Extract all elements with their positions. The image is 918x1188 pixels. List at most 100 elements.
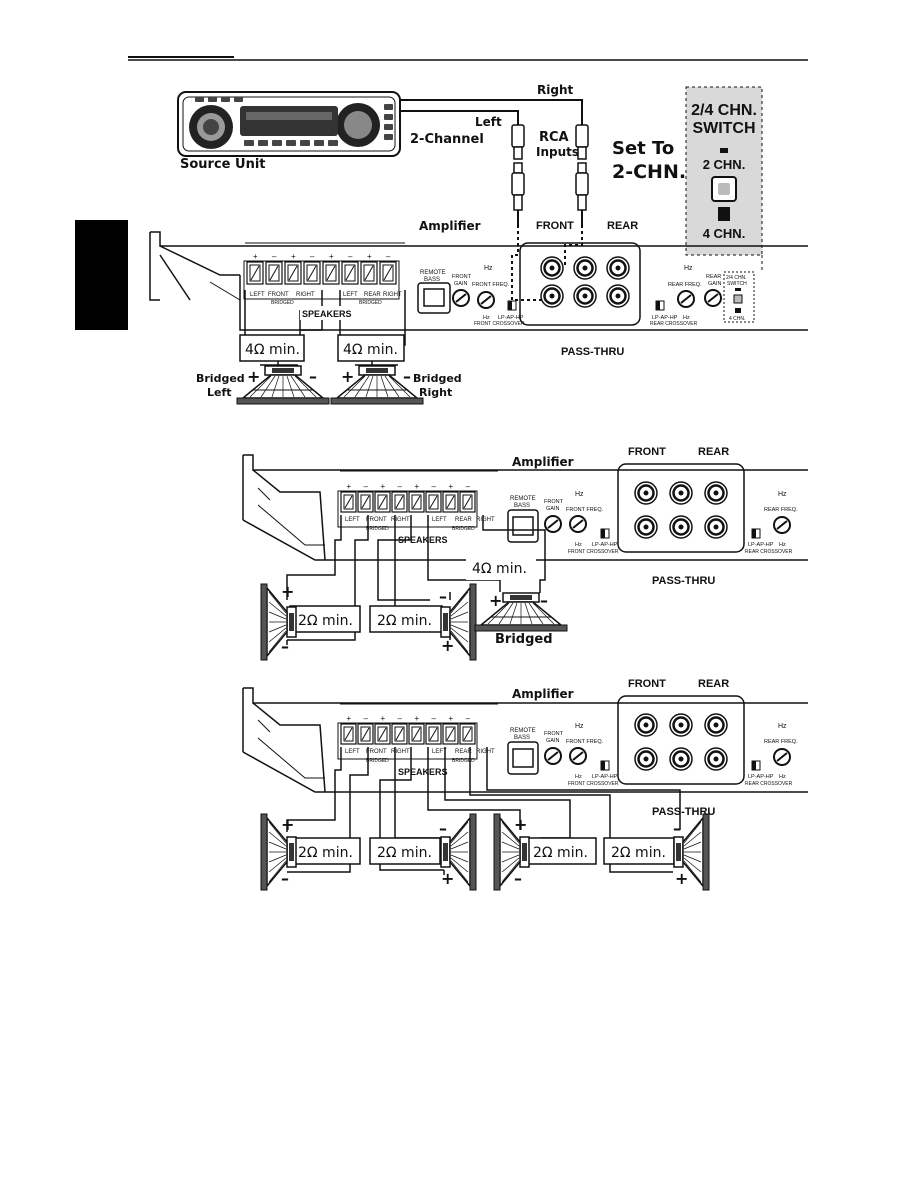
polarity-sign: + bbox=[329, 252, 334, 261]
rca-jack-icon[interactable] bbox=[573, 284, 597, 308]
rear-crossover-switch-icon[interactable] bbox=[655, 300, 665, 311]
front-freq-knob-icon[interactable] bbox=[569, 747, 587, 765]
amplifier-1 bbox=[149, 231, 808, 331]
front-crossover-switch-icon[interactable] bbox=[507, 300, 517, 311]
ohm-label-4: 2Ω min. bbox=[611, 845, 666, 861]
terminal-screw-icon[interactable] bbox=[341, 261, 359, 285]
amplifier-label: Amplifier bbox=[419, 219, 481, 233]
terminal-screw-icon[interactable] bbox=[459, 491, 476, 513]
rca-jack-icon[interactable] bbox=[634, 713, 658, 737]
rear-freq-knob-icon[interactable] bbox=[677, 290, 695, 308]
front-gain-knob-icon[interactable] bbox=[544, 747, 562, 765]
front-crossover-switch-icon[interactable] bbox=[600, 760, 610, 771]
front-crossover-switch-icon[interactable] bbox=[600, 528, 610, 539]
rca-jack-icon[interactable] bbox=[704, 747, 728, 771]
terminal-screw-icon[interactable] bbox=[303, 261, 321, 285]
ohm-left-label: 2Ω min. bbox=[298, 613, 353, 629]
rca-jack-icon[interactable] bbox=[634, 481, 658, 505]
terminal-screw-icon[interactable] bbox=[459, 723, 476, 745]
rca-jack-icon[interactable] bbox=[606, 256, 630, 280]
rear-crossover-switch-icon[interactable] bbox=[751, 760, 761, 771]
ohm-box-right bbox=[369, 605, 443, 633]
terminal-screw-icon[interactable] bbox=[374, 723, 391, 745]
mini-chn-switch-icon bbox=[733, 288, 743, 313]
terminal-rear-label: REAR bbox=[364, 292, 381, 298]
polarity-sign: – bbox=[281, 869, 289, 888]
rca-jack-icon[interactable] bbox=[540, 284, 564, 308]
bridged-label: Bridged bbox=[495, 632, 553, 647]
mini-switch-4ch: 4 CHN. bbox=[729, 316, 745, 322]
terminal-right-label: RIGHT bbox=[476, 749, 495, 755]
polarity-sign: – bbox=[398, 714, 403, 723]
ohm-box-right bbox=[337, 334, 405, 362]
front-crossover-label: FRONT CROSSOVER bbox=[568, 781, 619, 787]
terminal-screw-icon[interactable] bbox=[322, 261, 340, 285]
terminal-screw-icon[interactable] bbox=[408, 491, 425, 513]
rear-freq-label: REAR FREQ. bbox=[668, 282, 702, 288]
speaker-terminals: +–+–+–+– bbox=[337, 482, 478, 528]
lp-ap-hp-label: LP-AP-HP bbox=[748, 774, 774, 780]
terminal-screw-icon[interactable] bbox=[265, 261, 283, 285]
terminal-right-label: RIGHT bbox=[391, 749, 410, 755]
ohm-label-2: 2Ω min. bbox=[377, 845, 432, 861]
rca-jack-icon[interactable] bbox=[669, 515, 693, 539]
terminal-screw-icon[interactable] bbox=[425, 723, 442, 745]
hz-label: Hz bbox=[779, 774, 786, 780]
terminal-screw-icon[interactable] bbox=[340, 723, 357, 745]
front-gain-label-2: GAIN bbox=[454, 281, 467, 287]
terminal-screw-icon[interactable] bbox=[284, 261, 302, 285]
terminal-screw-icon[interactable] bbox=[340, 491, 357, 513]
front-gain-knob-icon[interactable] bbox=[452, 289, 470, 307]
rear-gain-knob-icon[interactable] bbox=[704, 289, 722, 307]
bridged-left-label: Bridged bbox=[196, 372, 245, 385]
terminal-screw-icon[interactable] bbox=[391, 491, 408, 513]
polarity-sign: – bbox=[281, 637, 289, 656]
front-gain-label: FRONT bbox=[452, 274, 472, 280]
rca-jack-icon[interactable] bbox=[704, 713, 728, 737]
terminal-screw-icon[interactable] bbox=[357, 491, 374, 513]
pass-thru-label: PASS-THRU bbox=[652, 575, 715, 587]
terminal-screw-icon[interactable] bbox=[357, 723, 374, 745]
rca-jack-icon[interactable] bbox=[634, 515, 658, 539]
rca-jack-icon[interactable] bbox=[704, 481, 728, 505]
diagram-3-four-channel: +–+–+–+– +––++––+ bbox=[242, 687, 808, 891]
rca-jack-icon[interactable] bbox=[540, 256, 564, 280]
terminal-screw-icon[interactable] bbox=[391, 723, 408, 745]
rear-crossover-switch-icon[interactable] bbox=[751, 528, 761, 539]
terminal-front-label: FRONT bbox=[366, 749, 387, 755]
terminal-screw-icon[interactable] bbox=[442, 491, 459, 513]
rear-freq-knob-icon[interactable] bbox=[773, 516, 791, 534]
front-freq-knob-icon[interactable] bbox=[569, 515, 587, 533]
rca-jack-icon[interactable] bbox=[669, 747, 693, 771]
polarity-sign: + bbox=[381, 714, 386, 723]
remote-bass-label-2: BASS bbox=[424, 277, 440, 283]
front-gain-knob-icon[interactable] bbox=[544, 515, 562, 533]
front-gain-label-2: GAIN bbox=[546, 738, 559, 744]
rca-jack-icon[interactable] bbox=[573, 256, 597, 280]
ohm-box-left bbox=[289, 605, 361, 633]
terminal-block bbox=[337, 722, 478, 760]
terminal-screw-icon[interactable] bbox=[379, 261, 397, 285]
terminal-screw-icon[interactable] bbox=[374, 491, 391, 513]
rca-jack-icon[interactable] bbox=[669, 481, 693, 505]
terminal-screw-icon[interactable] bbox=[360, 261, 378, 285]
rca-jack-icon[interactable] bbox=[634, 747, 658, 771]
polarity-sign: – bbox=[364, 482, 369, 491]
terminal-screw-icon[interactable] bbox=[246, 261, 264, 285]
terminal-screw-icon[interactable] bbox=[408, 723, 425, 745]
switch-subtitle: SWITCH bbox=[692, 120, 755, 137]
rca-jack-icon[interactable] bbox=[704, 515, 728, 539]
right-channel-label: Right bbox=[537, 83, 573, 97]
speakers-label-bg bbox=[300, 306, 344, 320]
rca-jack-icon[interactable] bbox=[669, 713, 693, 737]
speaker-terminals: +–+–+–+– bbox=[337, 714, 478, 760]
chn-switch-inset bbox=[685, 86, 763, 272]
rca-jack-icon[interactable] bbox=[606, 284, 630, 308]
remote-bass-label: REMOTE bbox=[510, 728, 536, 734]
polarity-sign: + bbox=[291, 252, 296, 261]
terminal-screw-icon[interactable] bbox=[425, 491, 442, 513]
rear-freq-knob-icon[interactable] bbox=[773, 748, 791, 766]
terminal-screw-icon[interactable] bbox=[442, 723, 459, 745]
speaker-icon bbox=[260, 583, 297, 661]
front-freq-knob-icon[interactable] bbox=[477, 291, 495, 309]
